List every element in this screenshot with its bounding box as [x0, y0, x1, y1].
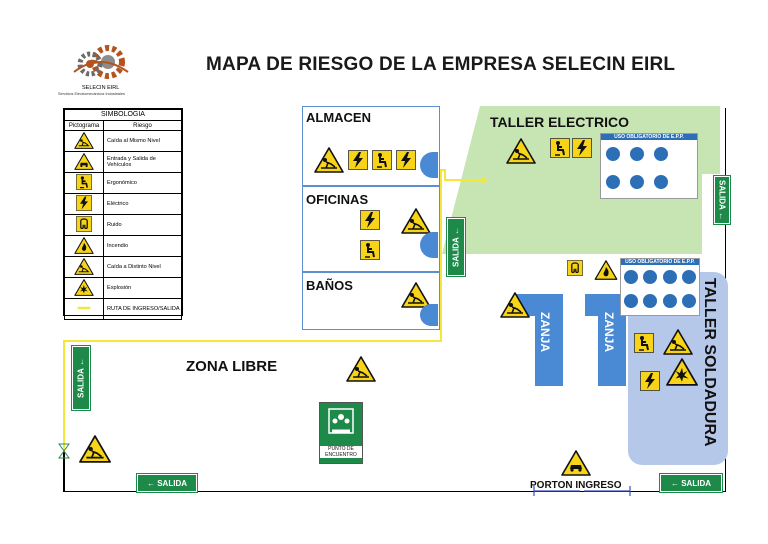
- epp-title: USO OBLIGATORIO DE E.P.P.: [601, 134, 697, 140]
- meeting-point-icon: [328, 408, 354, 434]
- gloves-icon: [643, 270, 658, 284]
- goggles-icon: [606, 175, 620, 189]
- company-name: SELECIN EIRL: [82, 85, 120, 91]
- banos-door: [420, 304, 438, 326]
- gate-icon: [533, 486, 631, 496]
- legend: SIMBOLOGIA Pictograma Riesgo Caída al Mi…: [63, 108, 183, 320]
- fall-same-level-icon: [662, 329, 694, 355]
- exit-sign-right: SALIDA ←: [714, 176, 730, 224]
- mask-icon: [654, 175, 668, 189]
- zanja-2-top: [585, 294, 626, 316]
- harness-icon: [662, 294, 677, 308]
- exit-sign-bottom-right: ← SALIDA: [660, 474, 722, 492]
- meeting-point-sign: PUNTO DE ENCUENTRO: [319, 402, 363, 464]
- explosion-icon: [665, 358, 699, 386]
- epp-panel: USO OBLIGATORIO DE E.P.P.: [620, 258, 700, 316]
- boots-icon: [623, 294, 638, 308]
- electric-icon: [640, 371, 660, 391]
- fall-different-level-icon: [500, 292, 530, 318]
- taller-electrico-label: TALLER ELECTRICO: [490, 114, 629, 130]
- fire-icon: [594, 260, 618, 280]
- vest-icon: [682, 294, 697, 308]
- company-logo: [73, 45, 129, 79]
- meeting-point-text: PUNTO DE ENCUENTRO: [320, 446, 362, 458]
- almacen-door: [420, 152, 438, 178]
- epp-panel: USO OBLIGATORIO DE E.P.P.: [600, 133, 698, 199]
- meeting-point-line2: ENCUENTRO: [325, 452, 357, 458]
- ear-protection-icon: [654, 147, 668, 161]
- noise-icon: [567, 260, 583, 276]
- exit-label: SALIDA: [681, 478, 711, 488]
- company-subtitle: Servicios Electromecánicos Industriales: [58, 92, 125, 96]
- exit-label: SALIDA: [717, 179, 727, 210]
- legend-item: Caída a Distinto Nivel: [103, 256, 182, 278]
- helmet-icon: [623, 270, 638, 284]
- epp-title: USO OBLIGATORIO DE E.P.P.: [621, 259, 699, 265]
- meeting-point-line1: PUNTO DE: [328, 446, 354, 452]
- banos-label: BAÑOS: [306, 278, 353, 293]
- oficinas-door: [420, 232, 438, 258]
- zanja-1-label: ZANJA: [538, 312, 552, 353]
- oficinas-label: OFICINAS: [306, 192, 369, 207]
- exit-sign-bottom-left: ← SALIDA: [137, 474, 197, 492]
- goggles-icon: [682, 270, 697, 284]
- exit-label: SALIDA: [157, 478, 187, 488]
- legend-item: RUTA DE INGRESO/SALIDA: [103, 298, 182, 320]
- porton-label: PORTON INGRESO: [530, 480, 622, 491]
- boots-icon: [630, 175, 644, 189]
- vehicle-icon: [560, 450, 592, 476]
- helmet-icon: [606, 147, 620, 161]
- almacen-label: ALMACEN: [306, 110, 371, 125]
- page-title: MAPA DE RIESGO DE LA EMPRESA SELECIN EIR…: [206, 54, 676, 75]
- ergonomic-icon: [634, 333, 654, 353]
- fall-same-level-icon: [78, 435, 112, 463]
- ear-protection-icon: [662, 270, 677, 284]
- gloves-icon: [630, 147, 644, 161]
- taller-soldadura-label: TALLER SOLDADURA: [701, 278, 718, 447]
- mask-icon: [643, 294, 658, 308]
- fall-same-level-icon: [345, 356, 377, 382]
- zanja-1-top: [515, 294, 563, 316]
- zona-libre-label: ZONA LIBRE: [186, 358, 278, 375]
- zanja-2-label: ZANJA: [602, 312, 616, 353]
